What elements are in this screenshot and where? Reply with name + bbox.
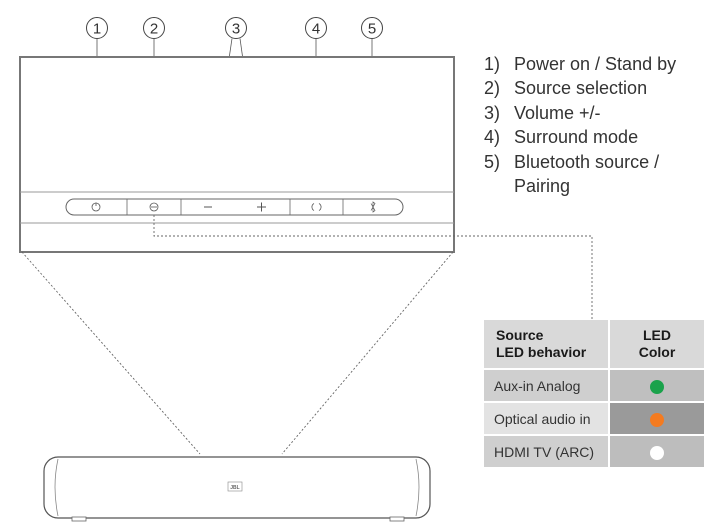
surround-icon[interactable] [311,203,322,211]
jbl-logo-text: JBL [230,485,239,491]
source-name: Aux-in Analog [484,368,609,402]
volume-up-icon[interactable] [257,202,266,212]
legend-item-bluetooth: 5)Bluetooth source / Pairing [484,151,660,197]
button-legend: 1)Power on / Stand by 2)Source selection… [484,52,676,198]
source-name: HDMI TV (ARC) [484,434,609,467]
callout-4-number: 4 [312,21,320,38]
zoom-lines [21,251,454,455]
bluetooth-icon[interactable] [370,201,376,213]
source-led-table: Source LED behavior LED Color Aux-in Ana… [484,320,704,467]
led-orange-indicator [650,412,664,427]
callout-2: 2 [143,17,165,39]
table-row: Optical audio in [484,401,704,435]
callout-3: 3 [225,17,247,39]
callout-1-number: 1 [93,21,101,38]
power-icon[interactable] [91,202,101,212]
header-source-led-behavior: Source LED behavior [484,320,609,369]
legend-item-volume: 3)Volume +/- [484,102,601,123]
control-button-strip [65,198,404,216]
callout-5-number: 5 [368,21,376,38]
source-name: Optical audio in [484,401,609,435]
callout-1: 1 [86,17,108,39]
callout-2-number: 2 [150,21,158,38]
source-table-connector [153,215,593,322]
soundbar-top-panel [19,56,455,253]
callout-4: 4 [305,17,327,39]
jbl-logo: JBL [227,481,243,492]
source-icon[interactable] [149,202,159,212]
callout-5: 5 [361,17,383,39]
table-row: Aux-in Analog [484,368,704,402]
led-white-indicator [650,445,664,460]
legend-item-surround: 4)Surround mode [484,127,639,148]
legend-item-power: 1)Power on / Stand by [484,54,677,74]
led-green-indicator [650,379,664,394]
callout-3-number: 3 [232,21,240,38]
legend-item-source: 2)Source selection [484,78,648,99]
header-led-color: LED Color [608,320,704,369]
table-row: HDMI TV (ARC) [484,434,704,467]
